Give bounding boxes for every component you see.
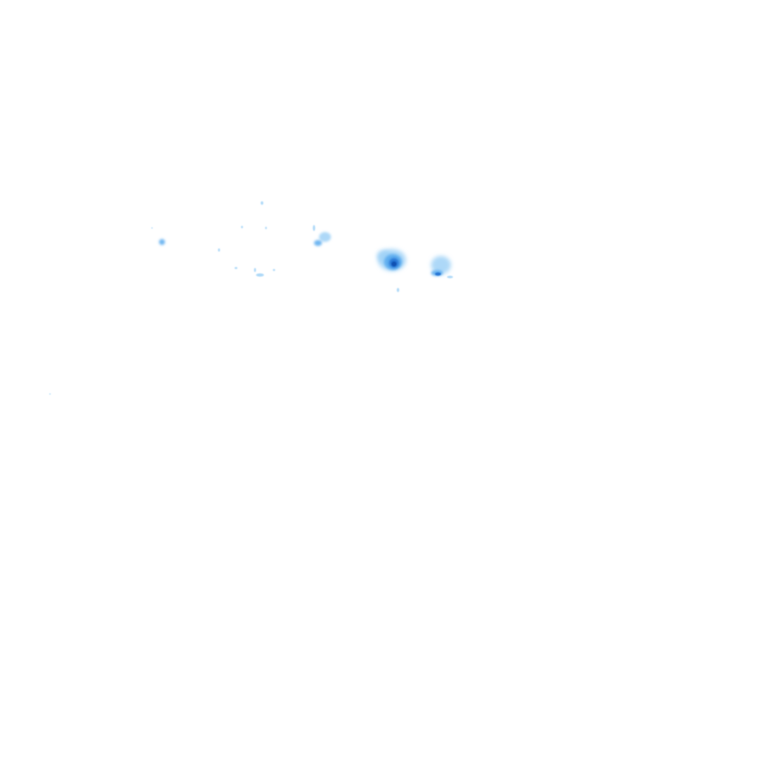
precip-cell-northwest <box>312 225 331 246</box>
precip-blob <box>260 201 264 205</box>
precip-blob <box>312 225 316 231</box>
precip-speckles <box>49 201 276 395</box>
precip-cell-east <box>431 256 453 279</box>
precip-blob <box>319 232 331 242</box>
precip-blob <box>241 225 243 229</box>
precip-cell-large <box>377 249 406 292</box>
precip-blob <box>391 261 397 267</box>
precip-blob <box>431 256 451 274</box>
precip-blob <box>256 273 264 277</box>
precip-blob <box>218 248 220 252</box>
precip-blob <box>396 288 400 292</box>
precip-blob <box>254 268 256 272</box>
precip-blob <box>272 269 276 271</box>
precip-blob <box>265 226 267 230</box>
precip-blob <box>447 275 453 279</box>
precip-blob <box>314 240 322 246</box>
precip-blob <box>234 267 238 269</box>
precip-cell-far-west <box>159 239 165 245</box>
precip-blob <box>151 227 153 229</box>
precip-blob <box>435 272 441 276</box>
precip-blob <box>49 393 51 395</box>
precip-blob <box>159 239 165 245</box>
